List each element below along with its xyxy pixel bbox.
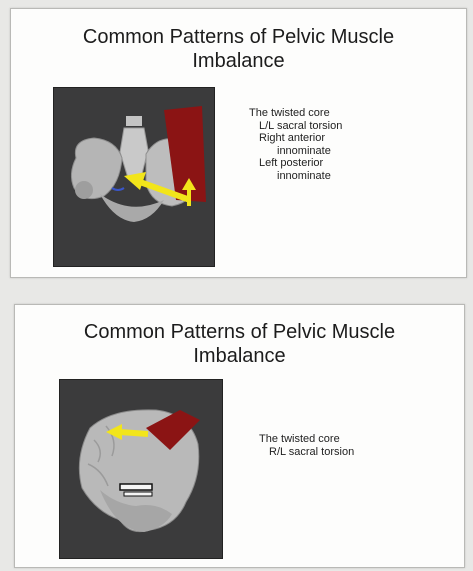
- white-marker: [120, 484, 152, 490]
- slide-2-title: Common Patterns of Pelvic Muscle Imbalan…: [15, 320, 464, 368]
- slide-2: Common Patterns of Pelvic Muscle Imbalan…: [14, 304, 465, 568]
- slide-1-notes: The twisted core L/L sacral torsion Righ…: [249, 107, 342, 182]
- vertebra-shape: [126, 116, 142, 126]
- notes-item-left-posterior: Left posterior: [249, 157, 342, 170]
- notes-item-sacral-torsion: L/L sacral torsion: [249, 120, 342, 133]
- left-hip-socket: [75, 181, 93, 199]
- slide-1-title: Common Patterns of Pelvic Muscle Imbalan…: [11, 25, 466, 73]
- slide-1: Common Patterns of Pelvic Muscle Imbalan…: [10, 8, 467, 278]
- yellow-arrow: [120, 432, 148, 434]
- notes-item-right-anterior-cont: innominate: [249, 145, 342, 158]
- notes-heading: The twisted core: [259, 433, 354, 446]
- notes-item-right-anterior: Right anterior: [249, 132, 342, 145]
- blue-accent: [112, 188, 124, 190]
- notes-heading: The twisted core: [249, 107, 342, 120]
- pelvis-illustration-front: [53, 87, 215, 267]
- sacrum-shape: [120, 128, 148, 178]
- slide-1-title-line-2: Imbalance: [11, 49, 466, 73]
- slide-2-notes: The twisted core R/L sacral torsion: [259, 433, 354, 458]
- notes-item-sacral-torsion: R/L sacral torsion: [259, 446, 354, 459]
- pelvis-illustration-side: [59, 379, 223, 559]
- notes-item-left-posterior-cont: innominate: [249, 170, 342, 183]
- slide-1-title-line-1: Common Patterns of Pelvic Muscle: [11, 25, 466, 49]
- slide-2-title-line-2: Imbalance: [15, 344, 464, 368]
- white-marker-2: [124, 492, 152, 496]
- slide-2-title-line-1: Common Patterns of Pelvic Muscle: [15, 320, 464, 344]
